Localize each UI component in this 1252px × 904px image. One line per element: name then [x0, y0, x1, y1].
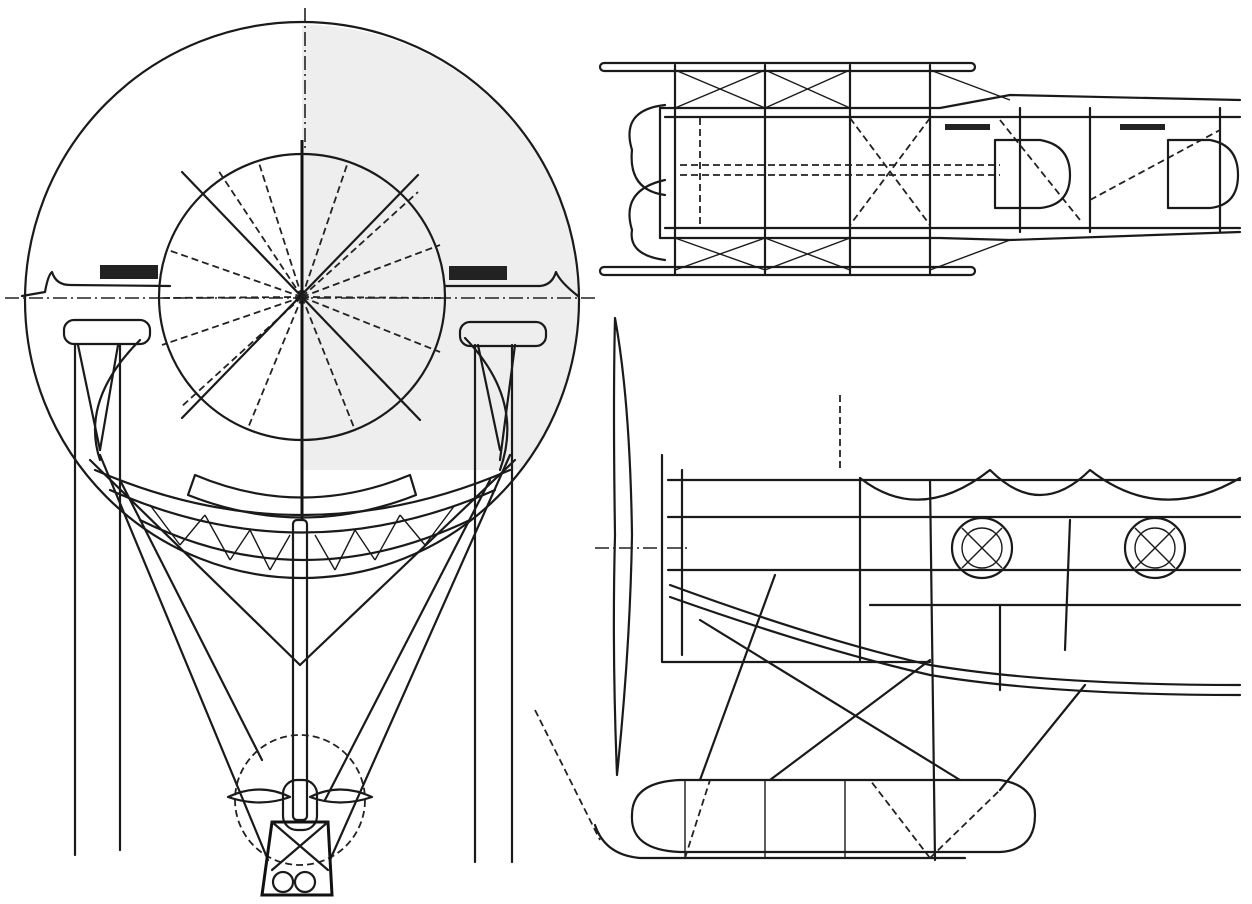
radiator-2 — [1123, 516, 1187, 580]
inner-disc — [157, 152, 447, 442]
skid-float — [630, 778, 1037, 854]
side-view — [534, 316, 1242, 862]
radiator-1 — [950, 516, 1014, 580]
front-view — [5, 8, 595, 897]
plan-view — [598, 61, 1242, 277]
envelope-outline — [23, 20, 581, 580]
left-fin — [100, 265, 158, 279]
propeller-blade — [612, 316, 634, 777]
right-fin — [449, 266, 507, 280]
lower-car — [260, 820, 334, 897]
